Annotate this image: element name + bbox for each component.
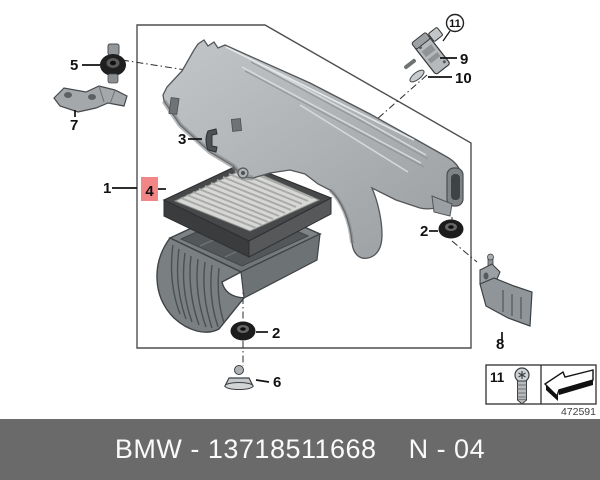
support-bracket-7 — [53, 85, 128, 113]
air-filter-element — [162, 162, 333, 258]
mass-air-flow-sensor — [411, 27, 450, 75]
callout-8[interactable]: 8 — [496, 336, 504, 353]
part-number-label: BMW - 13718511668 — [114, 434, 377, 464]
callout-3[interactable]: 3 — [178, 131, 186, 148]
exploded-parts-diagram: 1 4 5 7 3 2 2 6 9 10 8 11 11 472591 — [53, 13, 597, 418]
rubber-mount-grommet-5 — [100, 43, 126, 84]
rubber-mount-2-bottom — [230, 321, 256, 341]
sealing-plug-6 — [224, 365, 254, 390]
svg-text:11: 11 — [449, 18, 461, 30]
duct-mounting-ear — [431, 195, 453, 217]
legend-item-11[interactable]: 11 — [490, 367, 530, 405]
callout-1[interactable]: 1 — [103, 180, 111, 197]
retaining-clip — [205, 128, 218, 153]
selected-part-highlight[interactable] — [141, 177, 158, 201]
air-cleaner-upper-housing — [161, 39, 464, 259]
callout-4-selected[interactable]: 4 — [145, 183, 154, 200]
holder-bracket-8 — [479, 253, 533, 327]
sensor-sealing-ring — [404, 58, 425, 83]
callout-6[interactable]: 6 — [273, 374, 281, 391]
callout-2-right[interactable]: 2 — [420, 223, 428, 240]
group-bounding-box — [136, 24, 472, 349]
revision-label: N - 04 — [408, 434, 486, 464]
callout-10[interactable]: 10 — [455, 70, 472, 87]
svg-text:11: 11 — [490, 370, 505, 385]
callout-2-bottom[interactable]: 2 — [272, 325, 280, 342]
footer-bar: BMW - 13718511668 N - 04 — [0, 419, 600, 480]
screw-icon — [514, 367, 530, 405]
legend: 11 472591 — [485, 364, 597, 418]
callout-9[interactable]: 9 — [460, 51, 468, 68]
callout-7[interactable]: 7 — [70, 117, 78, 134]
callout-5[interactable]: 5 — [70, 57, 78, 74]
direction-of-travel-arrow-icon — [543, 369, 594, 401]
leader-lines — [74, 30, 503, 383]
callout-11-circled[interactable]: 11 — [445, 13, 465, 33]
drawing-number: 472591 — [561, 406, 596, 418]
rubber-mount-2-right — [438, 219, 464, 239]
